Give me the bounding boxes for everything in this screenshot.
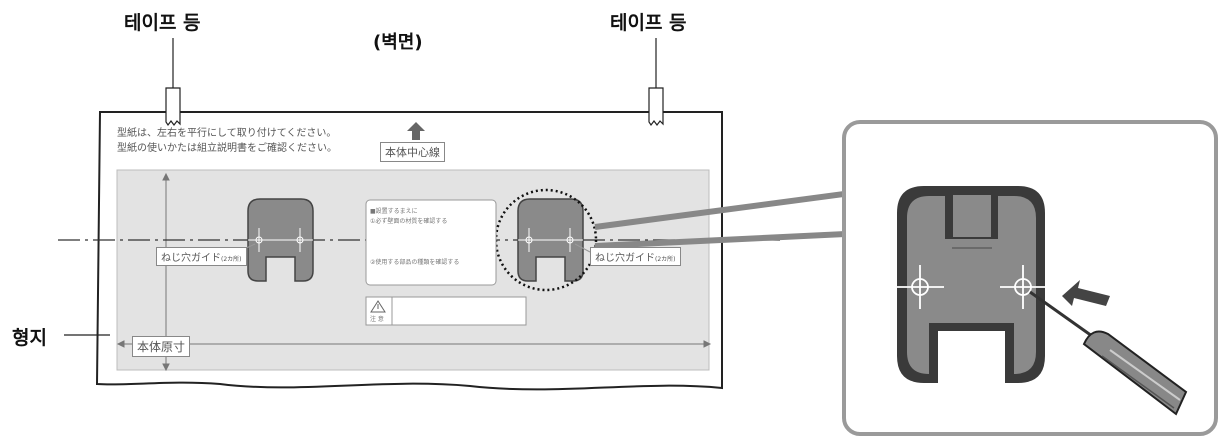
screw-guide-right-text: ねじ穴ガイド (595, 253, 655, 264)
zoom-bracket (897, 186, 1045, 383)
note-title: ■設置するまえに (370, 208, 418, 215)
screw-guide-right-sub: (2カ所) (655, 256, 676, 263)
bracket-left (247, 198, 314, 282)
instruction-line-2: 型紙の使いかたは組立説明書をご確認ください。 (117, 143, 337, 154)
tape-label-left: 테이프 등 (124, 12, 201, 34)
note-line-2: ②使用する部品の種類を確認する (370, 259, 460, 266)
instruction-line-1: 型紙は、左右を平行にして取り付けてください。 (117, 128, 337, 139)
caution-box (365, 296, 527, 326)
screw-guide-right-label: ねじ穴ガイド(2カ所) (590, 247, 681, 266)
note-box (365, 199, 497, 286)
center-line-label: 本体中心線 (380, 142, 445, 162)
screwdriver-icon (1029, 290, 1188, 416)
screw-guide-left-text: ねじ穴ガイド (161, 253, 221, 264)
note-line-1: ①必ず壁面の材質を確認する (370, 218, 448, 225)
tape-label-right: 테이프 등 (610, 12, 687, 34)
warning-triangle-icon (370, 300, 386, 313)
screw-guide-left-sub: (2カ所) (221, 256, 242, 263)
up-arrow-icon (407, 122, 425, 140)
tape-left (165, 38, 181, 127)
screw-guide-right-pointer (574, 243, 591, 253)
horizontal-dimension-line (116, 340, 712, 348)
wall-label: (벽면) (373, 32, 423, 53)
tape-right (648, 38, 664, 127)
zoom-screw-hole-right (1000, 265, 1046, 309)
push-arrow-icon (1062, 280, 1110, 306)
pattern-paper-label: 형지 (12, 327, 47, 349)
zoom-screw-hole-left (896, 265, 944, 309)
actual-size-label: 本体原寸 (132, 336, 191, 357)
screw-guide-left-label: ねじ穴ガイド(2カ所) (156, 247, 247, 266)
caution-label: 注 意 (370, 316, 384, 323)
